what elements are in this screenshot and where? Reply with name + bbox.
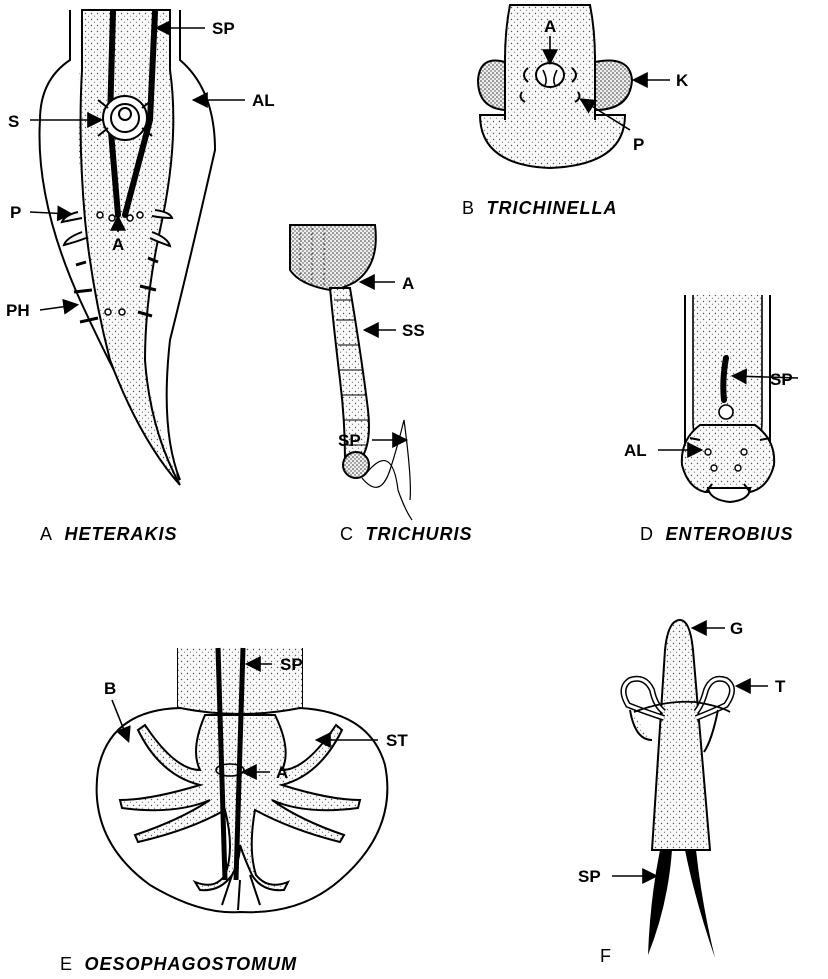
- tail-tip: [480, 115, 625, 168]
- label-e-st: ST: [386, 731, 408, 750]
- label-a-p: P: [10, 203, 21, 222]
- gubernaculum: [652, 620, 710, 850]
- label-e-sp: SP: [280, 655, 303, 674]
- copulatory-appendage-right: [595, 60, 632, 110]
- label-a-s: S: [8, 112, 19, 131]
- label-e-b: B: [104, 679, 116, 698]
- copulatory-appendage-left: [478, 60, 505, 110]
- label-c-ss: SS: [402, 321, 425, 340]
- label-d-al: AL: [624, 441, 647, 460]
- label-f-g: G: [730, 619, 743, 638]
- label-a-ph: PH: [6, 301, 30, 320]
- label-d-sp: SP: [770, 370, 793, 389]
- panel-b-trichinella: A K P B TRICHINELLA: [462, 5, 689, 218]
- spicule: [723, 358, 726, 400]
- caption-f: F: [600, 946, 611, 966]
- label-c-sp: SP: [338, 431, 361, 450]
- label-a-a: A: [112, 235, 124, 254]
- label-e-a: A: [276, 763, 288, 782]
- label-b-a: A: [544, 17, 556, 36]
- label-a-al: AL: [252, 91, 275, 110]
- caption-a: A HETERAKIS: [40, 524, 177, 544]
- caption-b: B TRICHINELLA: [462, 198, 617, 218]
- panel-f: G T SP F: [578, 619, 786, 966]
- panel-e-oesophagostomum: SP B ST A E OESOPHAGOSTOMUM: [60, 648, 408, 974]
- caudal-alae: [682, 425, 774, 492]
- spicule-left: [648, 850, 672, 955]
- label-f-t: T: [775, 677, 786, 696]
- label-c-a: A: [402, 274, 414, 293]
- spicule-right: [685, 850, 715, 958]
- body-end: [290, 225, 376, 290]
- cloaca: [536, 63, 564, 87]
- panel-d-enterobius: SP AL D ENTEROBIUS: [624, 295, 798, 544]
- caption-d: D ENTEROBIUS: [640, 524, 793, 544]
- label-a-sp: SP: [212, 19, 235, 38]
- label-b-p: P: [633, 135, 644, 154]
- label-b-k: K: [676, 71, 689, 90]
- panel-a-heterakis: SP AL S P A PH A HETERAKIS: [6, 10, 275, 544]
- caption-e: E OESOPHAGOSTOMUM: [60, 954, 297, 974]
- panel-c-trichuris: A SS SP C TRICHURIS: [290, 225, 472, 544]
- caption-c: C TRICHURIS: [340, 524, 472, 544]
- label-f-sp: SP: [578, 867, 601, 886]
